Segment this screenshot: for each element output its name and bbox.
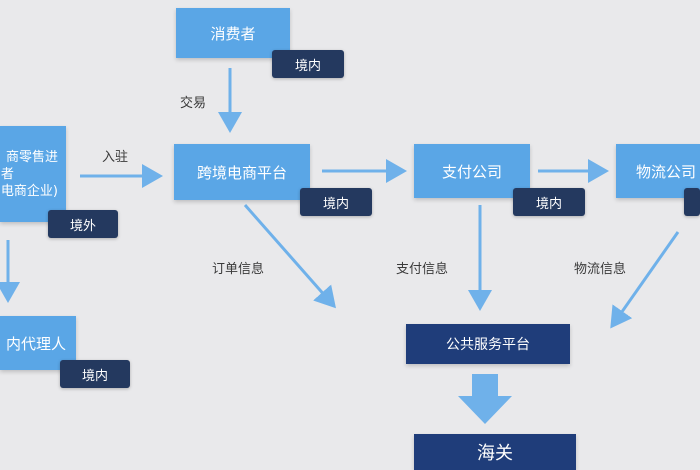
agent-region-tag: 境内 <box>60 360 130 388</box>
seller-node: 商零售进 者 电商企业) <box>0 126 66 222</box>
seller-label: 商零售进 者 电商企业) <box>1 149 66 200</box>
platform-region-tag: 境内 <box>300 188 372 216</box>
seller-label-line3: 电商企业) <box>0 183 58 199</box>
platform-region-text: 境内 <box>322 196 349 212</box>
arrow-public-to-customs <box>458 374 512 424</box>
agent-label: 内代理人 <box>5 334 66 353</box>
edge-label-payment-info: 支付信息 <box>396 262 449 277</box>
edge-label-settle-in: 入驻 <box>102 150 129 165</box>
payment-node: 支付公司 <box>414 144 530 198</box>
consumer-region-text: 境内 <box>294 58 321 74</box>
payment-region-text: 境内 <box>535 196 562 212</box>
logistics-region-tag <box>684 188 700 216</box>
logistics-label: 物流公司 <box>636 162 697 181</box>
seller-label-line1: 商零售进 <box>5 149 58 165</box>
arrow-logistics-info <box>610 231 680 329</box>
platform-node: 跨境电商平台 <box>174 144 310 200</box>
public-platform-node: 公共服务平台 <box>406 324 570 364</box>
public-platform-label: 公共服务平台 <box>446 337 530 353</box>
edge-label-order-info: 订单信息 <box>212 262 265 277</box>
agent-region-text: 境内 <box>81 368 108 384</box>
platform-label: 跨境电商平台 <box>196 163 287 182</box>
consumer-label: 消费者 <box>210 24 256 43</box>
seller-label-line2: 者 <box>0 166 14 182</box>
customs-label: 海关 <box>477 443 513 464</box>
consumer-node: 消费者 <box>176 8 290 58</box>
seller-region-text: 境外 <box>69 218 96 234</box>
seller-region-tag: 境外 <box>48 210 118 238</box>
consumer-region-tag: 境内 <box>272 50 344 78</box>
payment-label: 支付公司 <box>441 162 502 181</box>
edge-label-trade: 交易 <box>180 96 207 111</box>
edge-label-logistics-info: 物流信息 <box>574 262 627 277</box>
payment-region-tag: 境内 <box>513 188 585 216</box>
customs-node: 海关 <box>414 434 576 470</box>
arrow-platform-order-info <box>243 204 336 309</box>
